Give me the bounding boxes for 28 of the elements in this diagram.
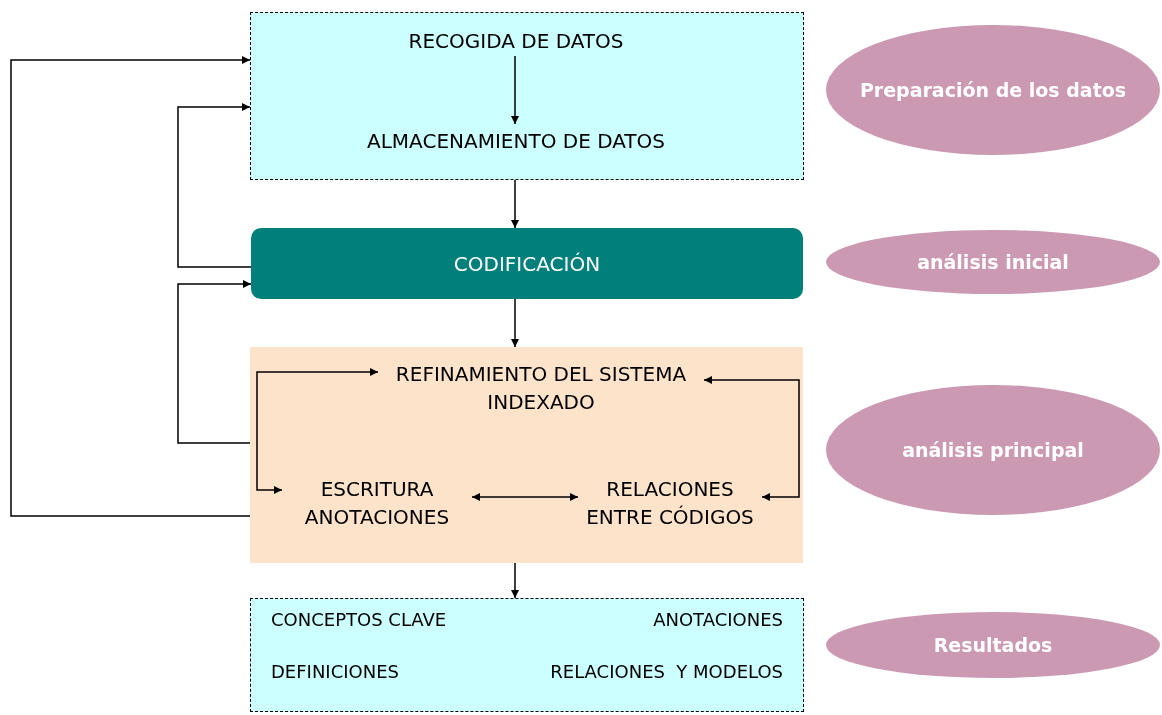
step-label: CODIFICACIÓN	[452, 250, 602, 278]
arrow	[471, 493, 579, 501]
output-label: RELACIONES Y MODELOS	[550, 661, 783, 682]
arrow	[703, 376, 800, 501]
stage-label: análisis inicial	[916, 249, 1070, 275]
step-label: RECOGIDA DE DATOS	[407, 28, 625, 55]
stage-box	[250, 347, 803, 563]
arrow	[511, 298, 519, 348]
arrow	[511, 179, 519, 229]
stage-label: análisis principal	[901, 437, 1085, 463]
arrow	[10, 56, 251, 517]
arrow	[256, 368, 379, 494]
stage-label: Resultados	[932, 632, 1054, 658]
stage-box	[250, 12, 804, 180]
step-label: REFINAMIENTO DEL SISTEMA INDEXADO	[394, 361, 688, 416]
output-box	[250, 598, 804, 712]
output-label: DEFINICIONES	[271, 661, 399, 682]
process-box	[251, 228, 803, 299]
step-label: ESCRITURA ANOTACIONES	[303, 476, 451, 531]
arrow	[511, 562, 519, 599]
step-label: ALMACENAMIENTO DE DATOS	[366, 128, 666, 155]
arrow	[177, 103, 252, 268]
output-label: ANOTACIONES	[653, 609, 783, 630]
arrow	[177, 280, 252, 444]
arrow	[511, 55, 519, 125]
output-label: CONCEPTOS CLAVE	[271, 609, 447, 630]
step-label: RELACIONES ENTRE CÓDIGOS	[585, 476, 755, 531]
stage-label: Preparación de los datos	[858, 77, 1128, 103]
